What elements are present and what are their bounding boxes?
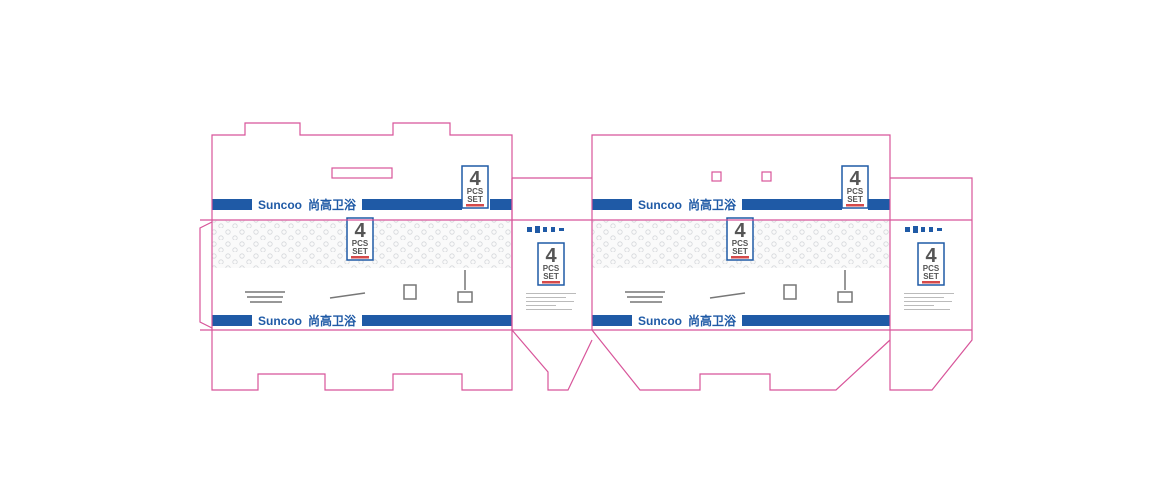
fine-print-placeholder [526,293,576,310]
fold-lines [200,219,972,331]
top-band-end [868,199,890,210]
badge-line1: PCS [352,239,369,248]
top-band-end [490,199,512,210]
badge-frame [537,242,565,286]
badge-number: 4 [925,245,937,267]
badge-line2: SET [847,195,863,204]
badge-red-strip [731,256,749,259]
badge-line1: PCS [847,187,864,196]
brand-logo-bottom: Suncoo [638,314,682,328]
cut-lines [199,122,973,391]
bottom-band-left [212,315,252,326]
bottom-band-left [592,315,632,326]
towel-rack-image [245,291,285,303]
badge-line1: PCS [467,187,484,196]
paper-holder-image [403,284,417,300]
product-images [625,270,853,303]
badge-number: 4 [354,220,366,242]
hang-hole-left [711,171,722,182]
badge-red-strip [351,256,369,259]
handle-hole [331,167,393,179]
badge-number: 4 [849,168,861,190]
badge-frame [346,217,374,261]
brand-logo-top: Suncoo [258,198,302,212]
badge-number: 4 [545,245,557,267]
badge-line2: SET [923,272,939,281]
badge-number: 4 [734,220,746,242]
badge-frame [461,165,489,209]
badge-red-strip [846,204,864,207]
brand-logo-bottom: Suncoo [258,314,302,328]
bottom-flap-3 [591,329,891,391]
top-band-left [212,199,252,210]
toilet-brush-image [457,270,473,303]
badge-frame [841,165,869,209]
towel-rack-image [625,291,665,303]
bottom-band-right [742,315,890,326]
towel-bar-image [709,292,746,299]
bottom-flap-1 [211,330,513,391]
paper-holder-image [783,284,797,300]
badge-red-strip [922,281,940,284]
brand-chinese-bottom: 尚高卫浴 [308,313,357,328]
badge-frame [917,242,945,286]
badge-line2: SET [543,272,559,281]
brand-chinese-top: 尚高卫浴 [688,197,737,212]
badge-red-strip [542,281,560,284]
brand-chinese-bottom: 尚高卫浴 [688,313,737,328]
hang-hole-right [761,171,772,182]
brand-logo-top: Suncoo [638,198,682,212]
fine-print-placeholder [904,293,954,310]
top-band-left [592,199,632,210]
badge-number: 4 [469,168,481,190]
front-panel-2-outline [591,134,891,330]
badge-red-strip [466,204,484,207]
badge-line2: SET [467,195,483,204]
badge-line2: SET [732,247,748,256]
product-images [245,270,473,303]
badge-line1: PCS [543,264,560,273]
care-icons [905,226,942,233]
side-panel-4-outline [890,177,973,330]
badge-line2: SET [352,247,368,256]
front-panel-1-outline [211,122,513,330]
brand-chinese-top: 尚高卫浴 [308,197,357,212]
bottom-flap-4 [889,330,973,391]
badge-line1: PCS [923,264,940,273]
side-panel-2-outline [511,177,592,330]
towel-bar-image [329,292,366,299]
top-band-right [362,199,462,210]
glue-flap [199,221,213,329]
bottom-band-right [362,315,512,326]
toilet-brush-image [837,270,853,303]
top-band-right [742,199,842,210]
badge-frame [726,217,754,261]
badge-line1: PCS [732,239,749,248]
bottom-flap-2 [511,329,593,391]
care-icons [527,226,564,233]
